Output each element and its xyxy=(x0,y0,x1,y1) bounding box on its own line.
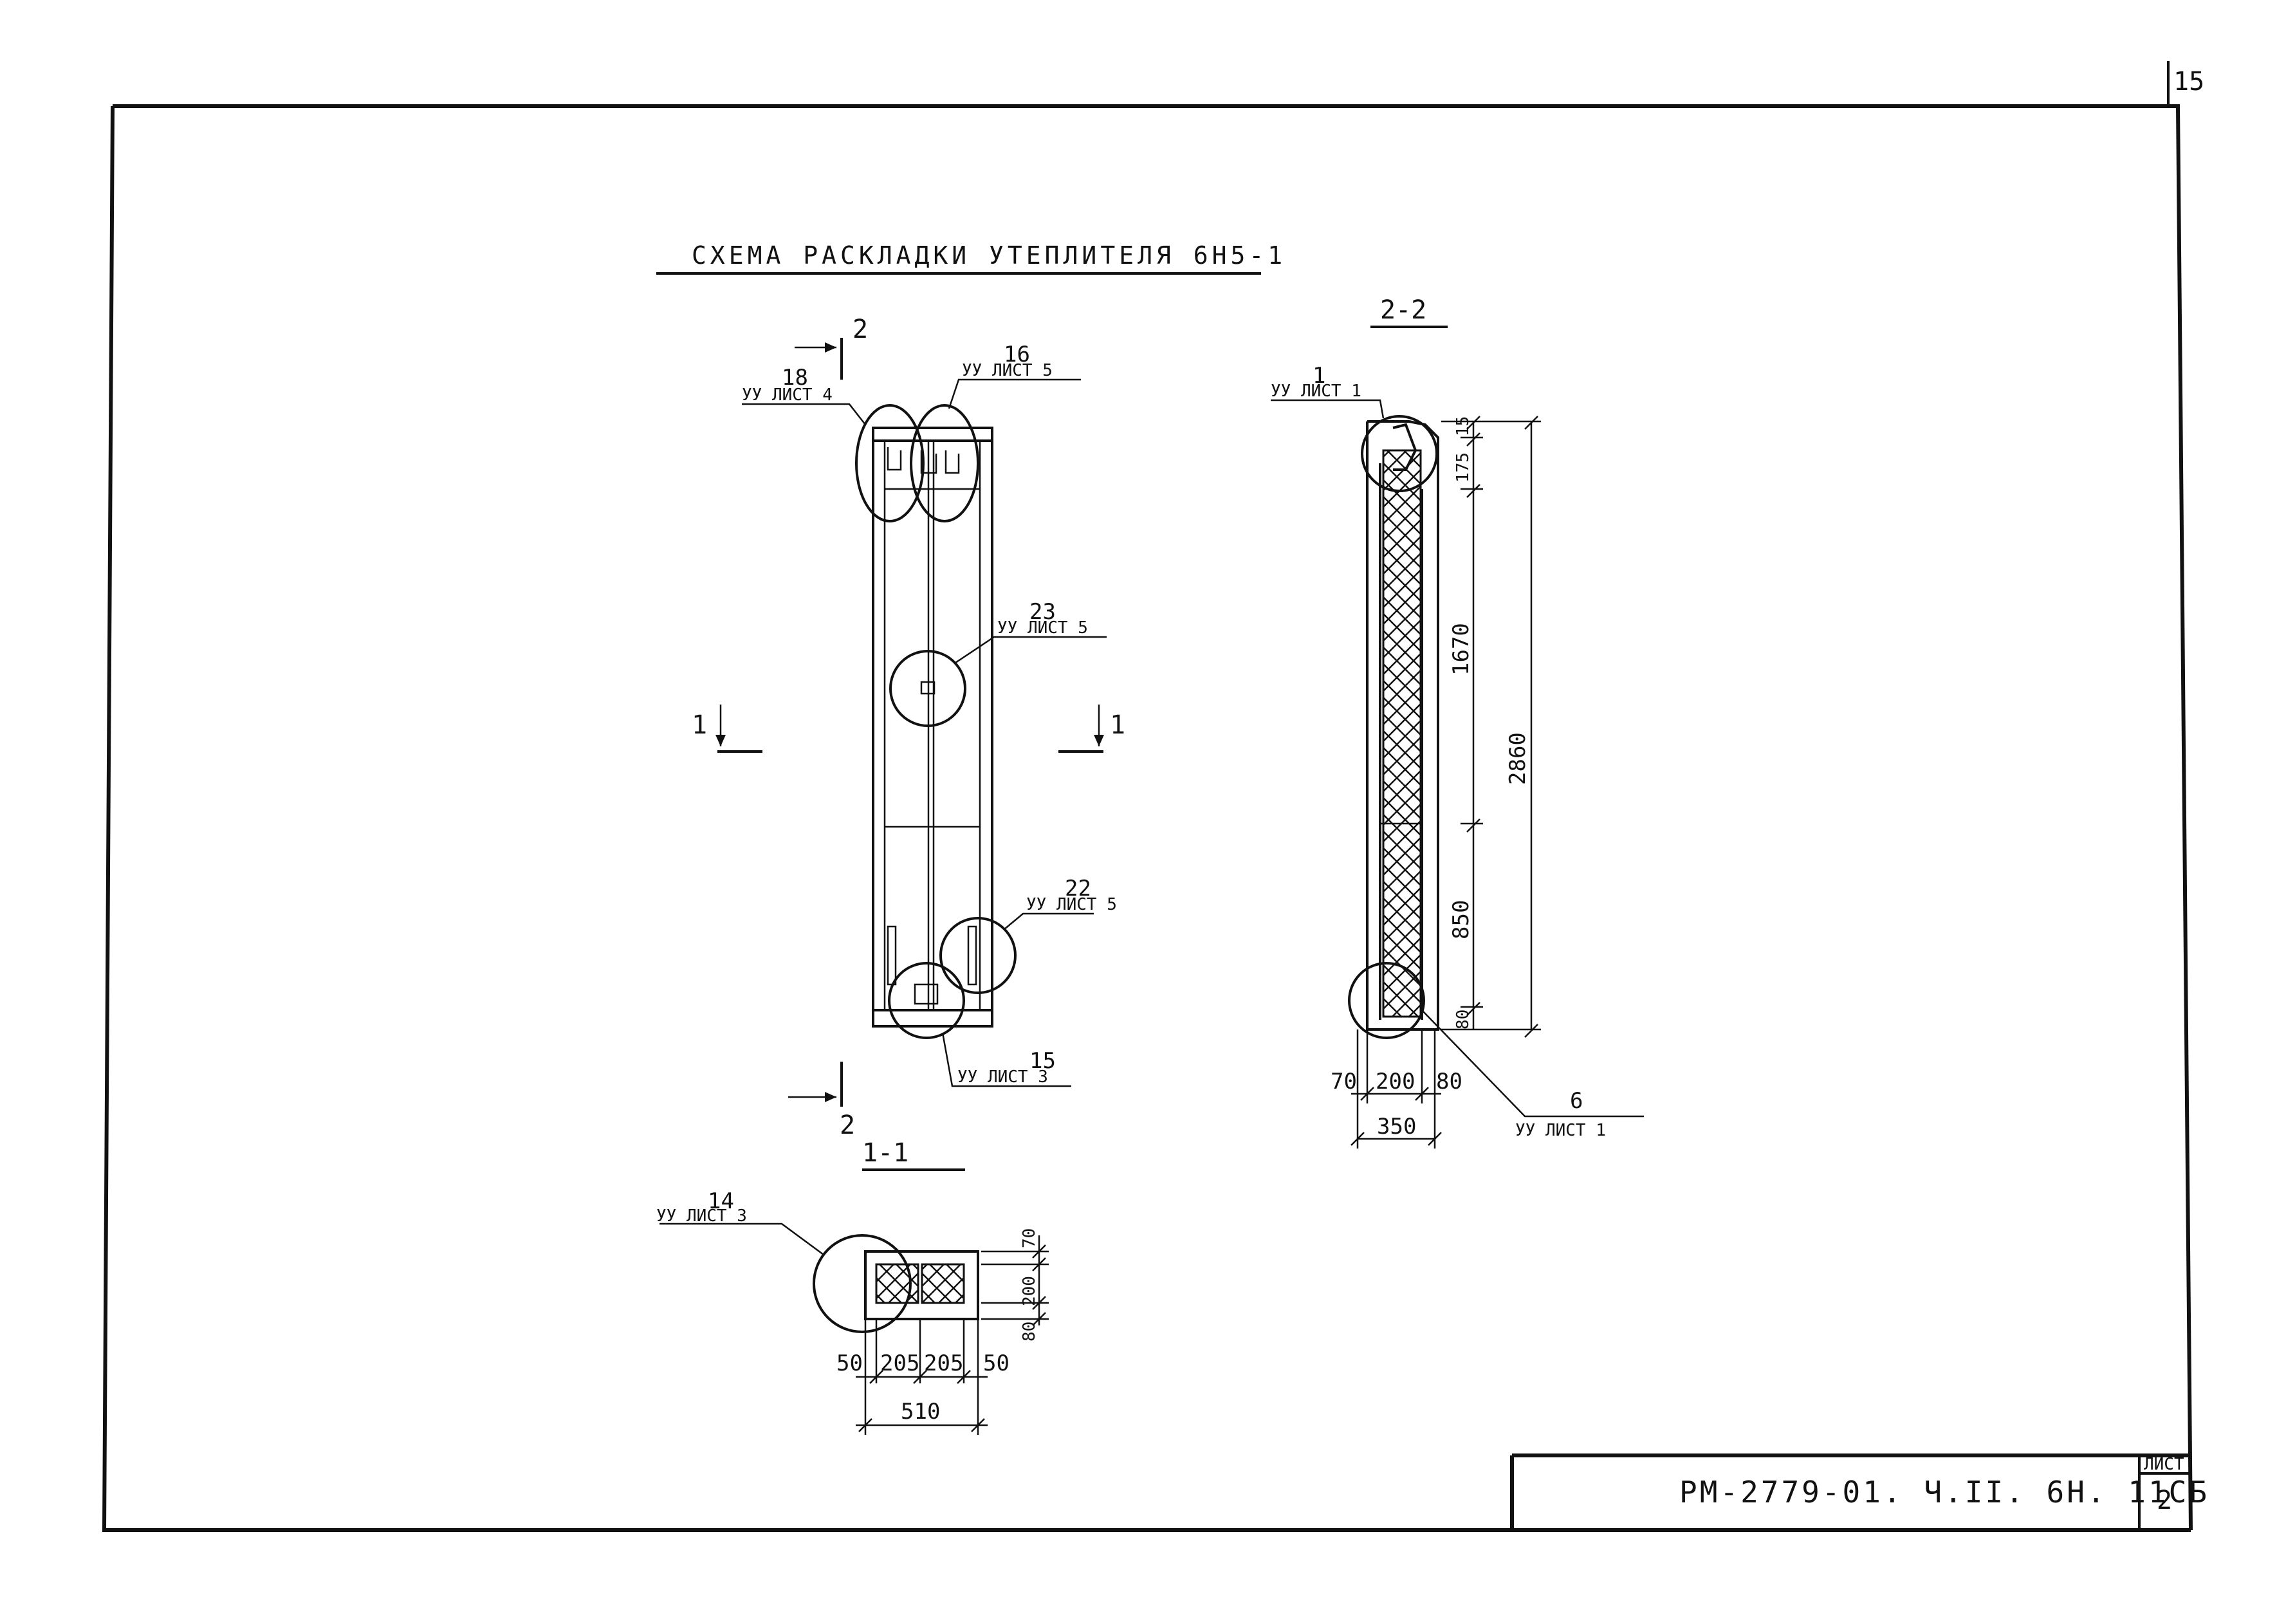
dim-1-1-50-right: 50 xyxy=(983,1351,1009,1376)
callout-15-number: 15 xyxy=(1029,1048,1056,1074)
cut-mark-left-label: 1 xyxy=(692,710,707,740)
callout-14-ref: УУ ЛИСТ 3 xyxy=(656,1206,747,1226)
cut-mark-top-label: 2 xyxy=(853,315,868,344)
dim-1-1-205-a: 205 xyxy=(880,1351,919,1376)
dim-1-1-205-b: 205 xyxy=(924,1351,963,1376)
dim-1-1-80: 80 xyxy=(1020,1322,1039,1342)
dim-1-1-200: 200 xyxy=(1020,1276,1039,1306)
callout-circle-23 xyxy=(889,650,966,727)
section-2-2-view xyxy=(1271,399,1644,1118)
section-1-1-title: 1-1 xyxy=(862,1138,908,1168)
sheet-corner-number: 15 xyxy=(2173,67,2204,97)
drawing-title: СХЕМА РАСКЛАДКИ УТЕПЛИТЕЛЯ 6Н5-1 xyxy=(692,241,1286,270)
section-1-1-vertical-dims xyxy=(981,1235,1049,1326)
callout-22-ref: УУ ЛИСТ 5 xyxy=(1026,895,1117,914)
dim-70: 70 xyxy=(1331,1069,1357,1094)
title-block xyxy=(1510,1453,2191,1530)
callout-16-number: 16 xyxy=(1004,342,1030,367)
callout-6-number: 6 xyxy=(1570,1088,1583,1114)
insulation-hatch xyxy=(1382,449,1422,1018)
section-2-2-title: 2-2 xyxy=(1380,295,1426,325)
callout-15-ref: УУ ЛИСТ 3 xyxy=(957,1067,1048,1087)
callout-18-number: 18 xyxy=(782,365,808,391)
dim-200: 200 xyxy=(1376,1069,1415,1094)
callout-1-ref: УУ ЛИСТ 1 xyxy=(1271,382,1361,401)
dim-1-1-70: 70 xyxy=(1020,1228,1039,1248)
insulation-hatch-right xyxy=(921,1263,965,1304)
dim-80-vertical: 80 xyxy=(1453,1010,1473,1029)
front-view-callouts xyxy=(742,378,1107,1087)
insulation-hatch-left xyxy=(875,1263,919,1304)
sheet-number: 2 xyxy=(2157,1486,2172,1515)
sheet-label: ЛИСТ xyxy=(2144,1455,2184,1474)
callout-1-number: 1 xyxy=(1313,363,1325,389)
front-view xyxy=(872,427,993,1028)
callout-6-ref: УУ ЛИСТ 1 xyxy=(1515,1121,1606,1140)
dim-15: 15 xyxy=(1453,416,1473,436)
callout-circle-16 xyxy=(910,404,979,522)
callout-22-number: 22 xyxy=(1065,876,1091,901)
cut-mark-2-2 xyxy=(788,338,843,1107)
dim-1-1-50-left: 50 xyxy=(836,1351,863,1376)
callout-circle-14 xyxy=(813,1234,912,1333)
section-2-2-dimensions xyxy=(1441,416,1541,1038)
dim-350: 350 xyxy=(1377,1114,1416,1140)
dim-850: 850 xyxy=(1448,900,1474,939)
callout-18-ref: УУ ЛИСТ 4 xyxy=(742,385,833,405)
dim-1-1-510: 510 xyxy=(901,1399,940,1425)
callout-circle-18 xyxy=(855,404,925,522)
callout-circle-1 xyxy=(1361,415,1438,492)
dim-2860: 2860 xyxy=(1505,732,1531,785)
section-1-1-view xyxy=(659,1223,979,1333)
drawing-code: РМ-2779-01. Ч.II. 6Н. 11СБ xyxy=(1679,1475,2209,1509)
section-2-2-bottom-dims xyxy=(1351,1029,1442,1149)
sheet-frame xyxy=(102,61,2193,1532)
callout-circle-6 xyxy=(1348,962,1425,1039)
callout-23-ref: УУ ЛИСТ 5 xyxy=(997,618,1088,638)
cut-mark-right-label: 1 xyxy=(1110,710,1125,740)
dim-175: 175 xyxy=(1453,452,1473,483)
dim-80: 80 xyxy=(1436,1069,1462,1094)
cut-mark-1-1 xyxy=(715,705,1104,753)
callout-16-ref: УУ ЛИСТ 5 xyxy=(962,361,1053,380)
callout-14-number: 14 xyxy=(708,1188,734,1214)
callout-circle-15 xyxy=(888,962,965,1039)
cut-mark-bottom-label: 2 xyxy=(840,1111,855,1140)
callout-circle-22 xyxy=(939,917,1017,994)
callout-23-number: 23 xyxy=(1029,599,1056,625)
section-1-1-horizontal-dims xyxy=(856,1319,988,1435)
dim-1670: 1670 xyxy=(1448,623,1474,676)
